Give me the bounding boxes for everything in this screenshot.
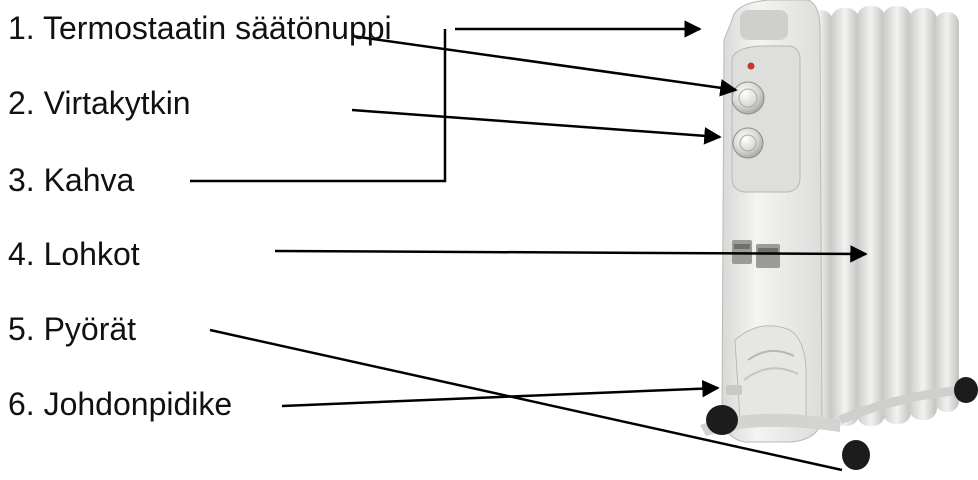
heater-front-panel [721, 0, 823, 443]
leader-line-2 [351, 108, 722, 145]
label-wheels: 5. Pyörät [8, 311, 137, 347]
heater-fins [805, 6, 959, 426]
leader-line-4 [274, 245, 868, 263]
leader-line-3 [190, 29, 447, 183]
label-handle: 3. Kahva [8, 162, 135, 198]
leader-line-5 [209, 328, 843, 472]
leader-line-6 [281, 379, 720, 408]
cord-holder [726, 385, 742, 395]
power-switch [732, 127, 764, 159]
label-power-switch: 2. Virtakytkin [8, 85, 191, 121]
thermostat-knob [731, 81, 765, 115]
leader-line-thermostat [351, 34, 738, 97]
leader-lines [190, 20, 868, 472]
label-thermostat-knob: 1. Termostaatin säätönuppi [8, 10, 392, 46]
heater-wheels [700, 377, 978, 470]
label-fins: 4. Lohkot [8, 236, 140, 272]
indicator-light [747, 62, 755, 70]
label-cord-holder: 6. Johdonpidike [8, 386, 233, 422]
